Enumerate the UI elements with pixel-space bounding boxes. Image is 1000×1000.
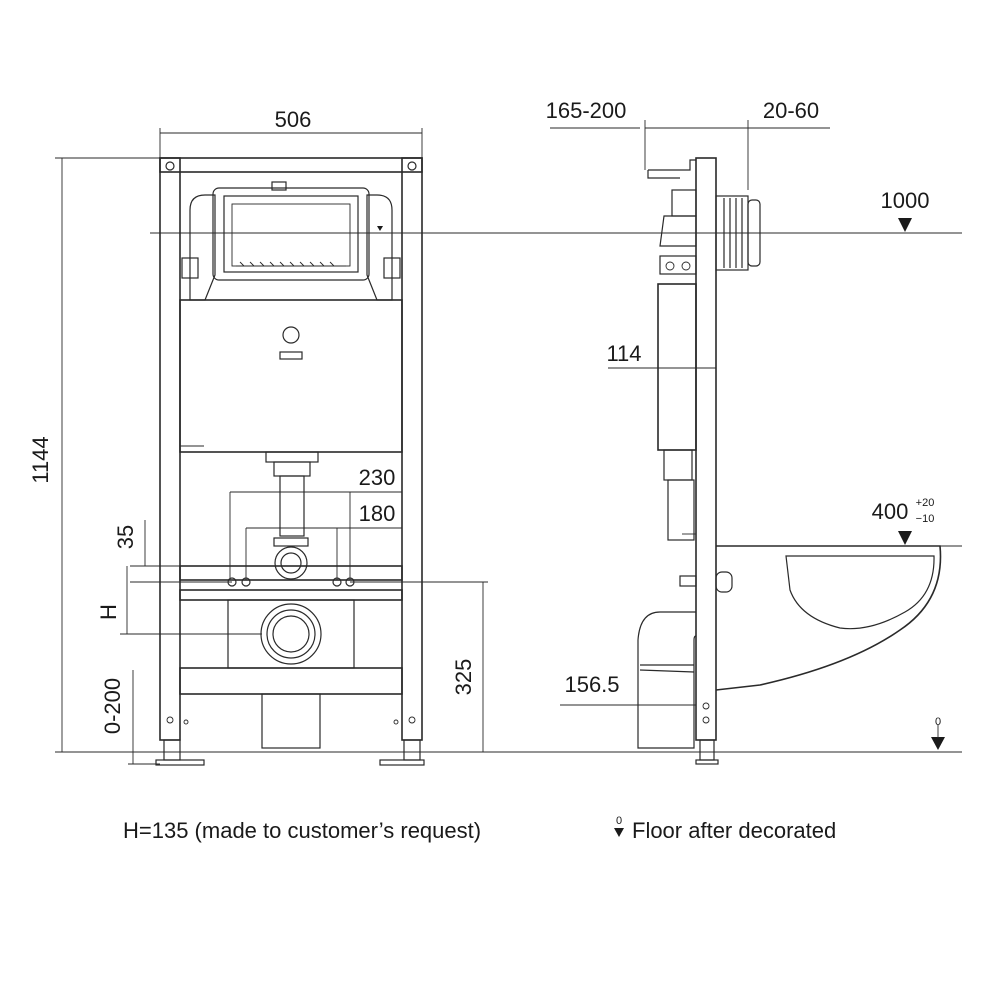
dim-114-label: 114	[606, 341, 641, 366]
level-400-marker	[898, 531, 912, 545]
width-dimension-label: 506	[275, 107, 312, 132]
bolt-spacing-180-label: 180	[359, 501, 396, 526]
dim-h-label: H	[96, 604, 121, 620]
dim-325-label: 325	[451, 659, 476, 696]
level-1000-label: 1000	[881, 188, 930, 213]
floor-note: 0 Floor after decorated	[612, 816, 837, 844]
mounting-panel	[179, 565, 403, 749]
level-0-label: 0	[935, 716, 941, 728]
level-0-marker	[931, 737, 945, 750]
cistern	[179, 181, 403, 580]
level-400-tolerance-plus: +20	[916, 497, 935, 509]
front-dimensions: 230 180 35 H 325 0-200	[96, 465, 488, 765]
dim-20-60-label: 20-60	[763, 98, 819, 123]
h-height-note: H=135 (made to customer’s request)	[123, 818, 482, 843]
floor-level-symbol: 0	[615, 815, 623, 827]
dim-0-200-label: 0-200	[100, 678, 125, 734]
level-1000-marker	[898, 218, 912, 232]
side-view: 165-200 20-60 114 156.5	[546, 98, 962, 765]
floor-level-icon: 0	[612, 816, 626, 837]
bolt-spacing-230-label: 230	[359, 465, 396, 490]
dim-165-200-label: 165-200	[546, 98, 627, 123]
front-view: 506 1144	[28, 107, 488, 766]
dim-156-5-label: 156.5	[564, 672, 619, 697]
height-dimension-label: 1144	[28, 436, 53, 483]
level-400-tolerance-minus: −10	[916, 513, 935, 525]
level-400-label: 400	[872, 499, 909, 524]
front-level-marker	[377, 226, 383, 231]
floor-note-text: Floor after decorated	[632, 818, 837, 843]
dim-35-label: 35	[113, 525, 138, 549]
